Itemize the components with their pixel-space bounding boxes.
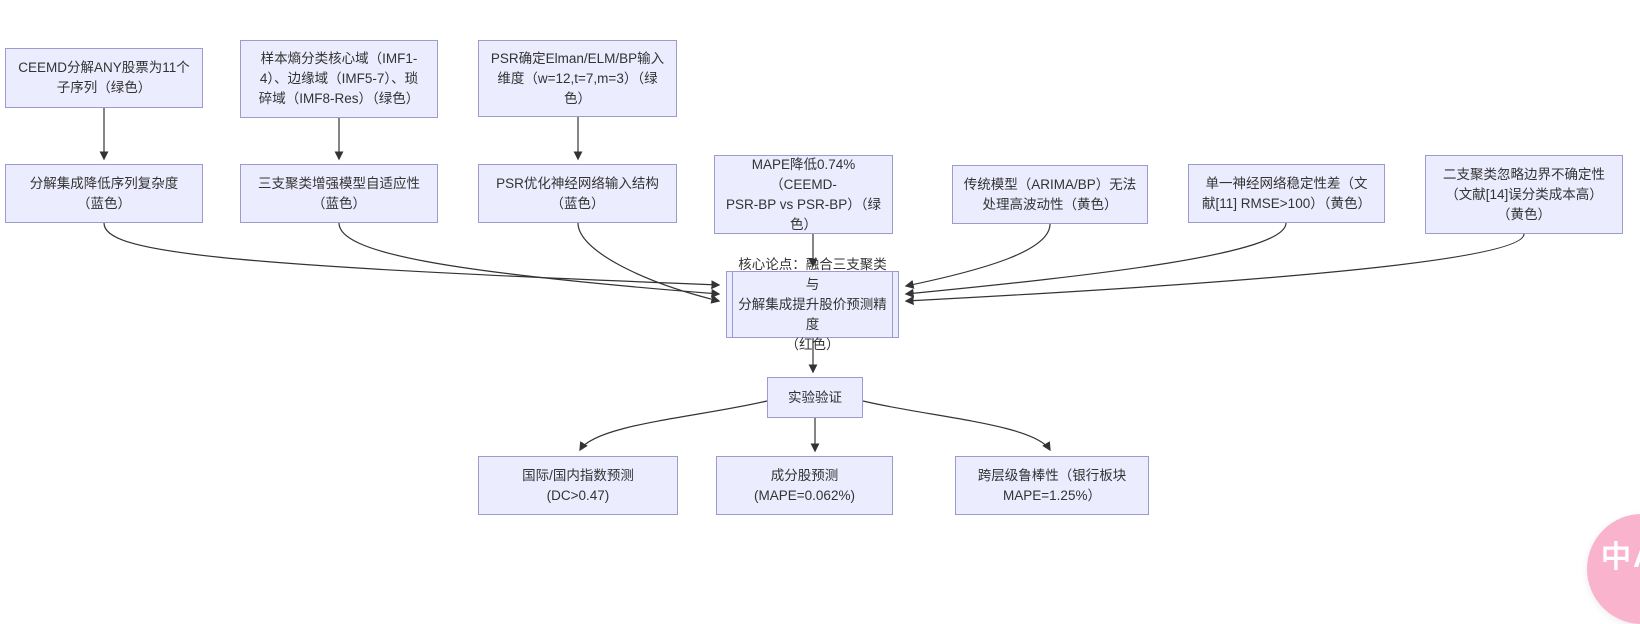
- edge-clustering-to-core: [338, 222, 721, 298]
- node-decompose-ensemble: 分解集成降低序列复杂度 （蓝色）: [5, 164, 203, 223]
- node-robustness: 跨层级鲁棒性（银行板块 MAPE=1.25%）: [955, 456, 1149, 515]
- edge-traditional-to-core: [904, 223, 1051, 289]
- node-mape-reduce: MAPE降低0.74%（CEEMD- PSR-BP vs PSR-BP）（绿 色…: [714, 155, 893, 234]
- node-constituent-forecast: 成分股预测 (MAPE=0.062%): [716, 456, 893, 515]
- node-psr-dimension: PSR确定Elman/ELM/BP输入 维度（w=12,t=7,m=3）（绿 色…: [478, 40, 677, 117]
- node-sample-entropy: 样本熵分类核心域（IMF1- 4）、边缘域（IMF5-7）、琐 碎域（IMF8-…: [240, 40, 438, 118]
- edge-experiment-to-robustness: [862, 400, 1051, 452]
- node-two-way-clustering: 二支聚类忽略边界不确定性 （文献[14]误分类成本高） （黄色）: [1425, 155, 1623, 234]
- node-ceemd-decompose: CEEMD分解ANY股票为11个 子序列（绿色）: [5, 48, 203, 108]
- node-core-thesis: 核心论点：融合三支聚类与 分解集成提升股价预测精度 （红色）: [726, 257, 899, 352]
- edge-experiment-to-index: [579, 400, 768, 452]
- edge-decompose-to-core: [103, 222, 721, 290]
- edge-psropt-to-core: [577, 222, 721, 304]
- edge-singlenn-to-core: [904, 222, 1287, 298]
- node-experiment-validation: 实验验证: [767, 377, 863, 418]
- edge-twoway-to-core: [904, 233, 1525, 306]
- node-index-forecast: 国际/国内指数预测 (DC>0.47): [478, 456, 678, 515]
- node-traditional-model: 传统模型（ARIMA/BP）无法 处理高波动性（黄色）: [952, 165, 1148, 224]
- node-single-nn: 单一神经网络稳定性差（文 献[11] RMSE>100）（黄色）: [1188, 164, 1385, 223]
- node-psr-optimize: PSR优化神经网络输入结构 （蓝色）: [478, 164, 677, 223]
- diagram-edges: [99, 108, 1525, 453]
- node-three-way-clustering: 三支聚类增强模型自适应性 （蓝色）: [240, 164, 438, 223]
